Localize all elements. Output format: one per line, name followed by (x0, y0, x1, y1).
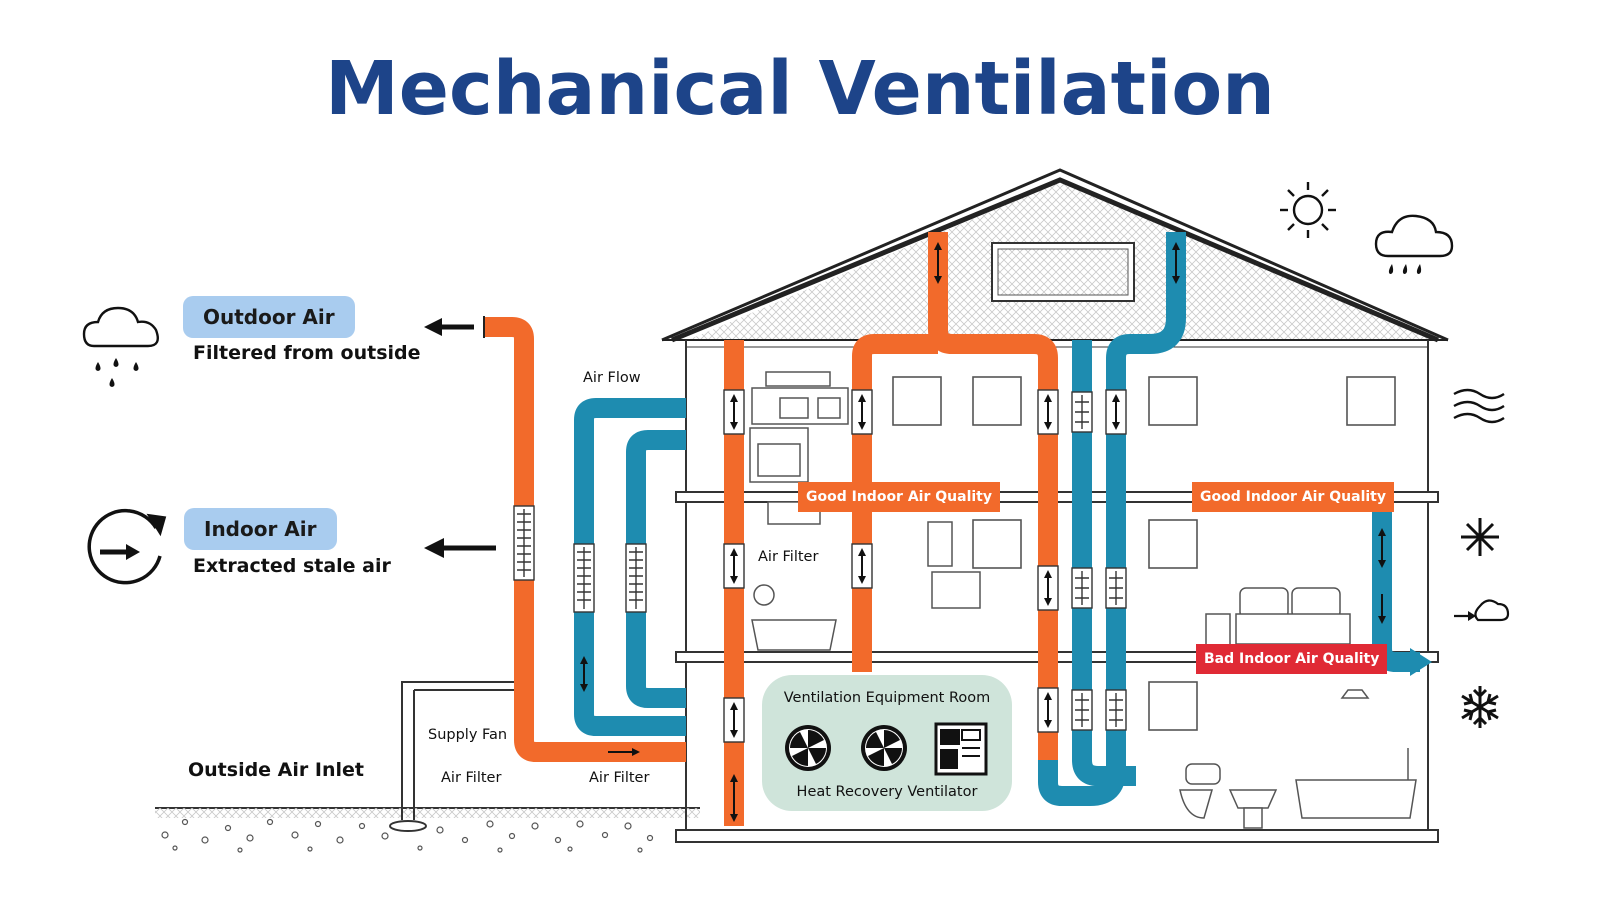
fan-icon (861, 725, 907, 771)
supply-fan-stand (389, 681, 514, 832)
air-flow-label: Air Flow (583, 370, 641, 386)
control-panel-icon (934, 722, 988, 776)
filter-grilles (513, 391, 1127, 731)
wind-icon (1453, 388, 1505, 424)
exhaust-duct-right (1372, 502, 1420, 672)
good-air-quality-tag: Good Indoor Air Quality (798, 482, 1000, 512)
rain-cloud-icon (82, 306, 159, 387)
exhaust-duct-roof (1038, 232, 1186, 806)
circular-arrow-icon (87, 509, 167, 585)
roof (661, 168, 1449, 343)
snowflake-icon (1461, 686, 1499, 728)
ground (155, 807, 700, 853)
equipment-room-subtitle: Heat Recovery Ventilator (796, 784, 978, 800)
windows (892, 376, 1396, 731)
supply-duct-roof (928, 232, 1058, 760)
air-filter-left-label: Air Filter (441, 770, 502, 786)
equipment-room (762, 675, 1012, 811)
page-title: Mechanical Ventilation (325, 46, 1275, 132)
supply-duct-branch (852, 334, 938, 672)
exit-arrows (424, 318, 496, 558)
outdoor-air-pill: Outdoor Air (183, 296, 355, 338)
fan-icon (785, 725, 831, 771)
furniture (749, 371, 1417, 829)
air-filter-room-label: Air Filter (758, 549, 819, 565)
indoor-air-pill: Indoor Air (184, 508, 337, 550)
supply-fan-label: Supply Fan (428, 727, 508, 743)
wind-cloud-icon (1454, 599, 1510, 622)
air-filter-right-label: Air Filter (589, 770, 650, 786)
flow-markers (580, 242, 1386, 822)
sparkle-icon (1461, 518, 1499, 556)
exhaust-duct-center-a (1072, 340, 1136, 786)
equipment-room-title: Ventilation Equipment Room (783, 690, 991, 706)
outside-air-inlet-label: Outside Air Inlet (188, 759, 364, 781)
sun-icon (1280, 182, 1336, 238)
bad-air-quality-tag: Bad Indoor Air Quality (1196, 644, 1388, 674)
rain-cloud-icon (1374, 214, 1454, 274)
outdoor-air-description: Filtered from outside (193, 342, 421, 364)
good-air-quality-tag: Good Indoor Air Quality (1192, 482, 1394, 512)
indoor-air-description: Extracted stale air (193, 555, 391, 577)
